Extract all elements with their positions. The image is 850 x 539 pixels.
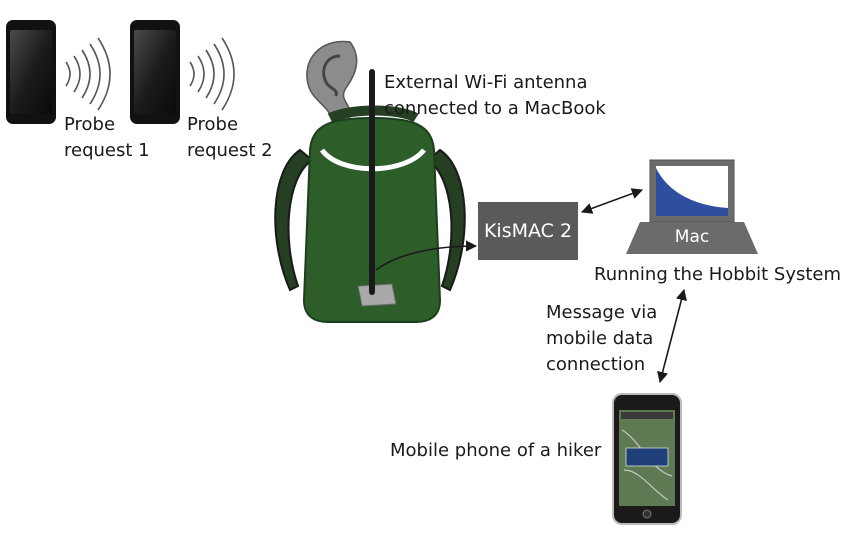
wifi-waves-icon — [189, 37, 235, 111]
arrow-kismac-mac — [580, 188, 644, 214]
probe-request-2-label: Probe request 2 — [187, 114, 273, 161]
antenna-label: External Wi-Fi antenna connected to a Ma… — [384, 72, 606, 119]
message-label: Message via mobile data connection — [546, 302, 658, 375]
arrow-antenna-to-kismac — [375, 240, 478, 271]
kismac-box — [478, 202, 578, 260]
ear-icon — [306, 40, 358, 126]
mac-caption: Running the Hobbit System — [594, 264, 842, 285]
smartphone-icon — [6, 20, 56, 124]
smartphone-icon — [612, 393, 682, 525]
mac-screen-label: Mac — [674, 227, 710, 247]
hiker-phone-label: Mobile phone of a hiker — [390, 440, 602, 461]
kismac-label: KisMAC 2 — [483, 220, 573, 242]
arrow-mac-hiker — [657, 288, 687, 384]
wifi-waves-icon — [65, 37, 111, 111]
laptop-icon — [626, 159, 758, 254]
smartphone-icon — [130, 20, 180, 124]
probe-request-1-label: Probe request 1 — [64, 114, 150, 161]
